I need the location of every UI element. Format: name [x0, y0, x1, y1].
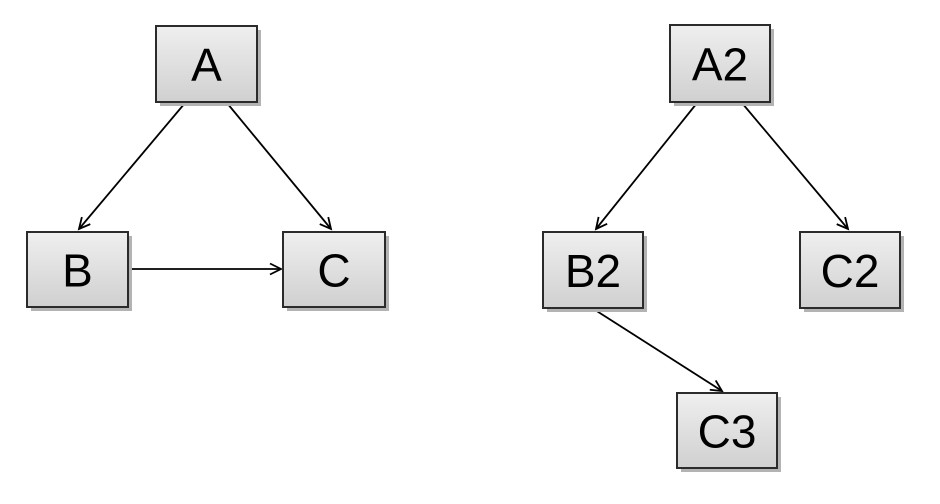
node-B2[interactable]: B2 — [542, 231, 647, 312]
left-graph: A B C — [26, 25, 389, 311]
node-C2-label: C2 — [821, 245, 880, 297]
node-C2-box[interactable] — [799, 231, 901, 309]
edge-A-to-B[interactable] — [77, 102, 186, 231]
node-B2-label: B2 — [565, 245, 621, 297]
node-B-label: B — [62, 245, 93, 297]
node-C3[interactable]: C3 — [676, 392, 781, 472]
node-A2[interactable]: A2 — [669, 24, 774, 106]
right-graph: A2 B2 C2 C3 — [542, 24, 904, 472]
edge-A2-to-C2[interactable] — [741, 102, 850, 231]
edge-A2-to-B2[interactable] — [594, 102, 698, 231]
node-C-box[interactable] — [282, 231, 386, 308]
edge-A-to-C[interactable] — [226, 102, 333, 231]
node-A-label: A — [191, 39, 222, 91]
node-A[interactable]: A — [155, 25, 261, 106]
node-C3-box[interactable] — [676, 392, 778, 469]
node-A2-box[interactable] — [669, 24, 771, 103]
node-C[interactable]: C — [282, 231, 389, 311]
node-B2-box[interactable] — [542, 231, 644, 309]
node-A2-label: A2 — [692, 39, 748, 91]
node-C2[interactable]: C2 — [799, 231, 904, 312]
node-B-box[interactable] — [26, 231, 129, 308]
node-C3-label: C3 — [698, 406, 757, 458]
node-C-label: C — [317, 245, 350, 297]
edge-B2-to-C3[interactable] — [591, 307, 724, 393]
node-B[interactable]: B — [26, 231, 132, 311]
node-A-box[interactable] — [155, 25, 258, 103]
